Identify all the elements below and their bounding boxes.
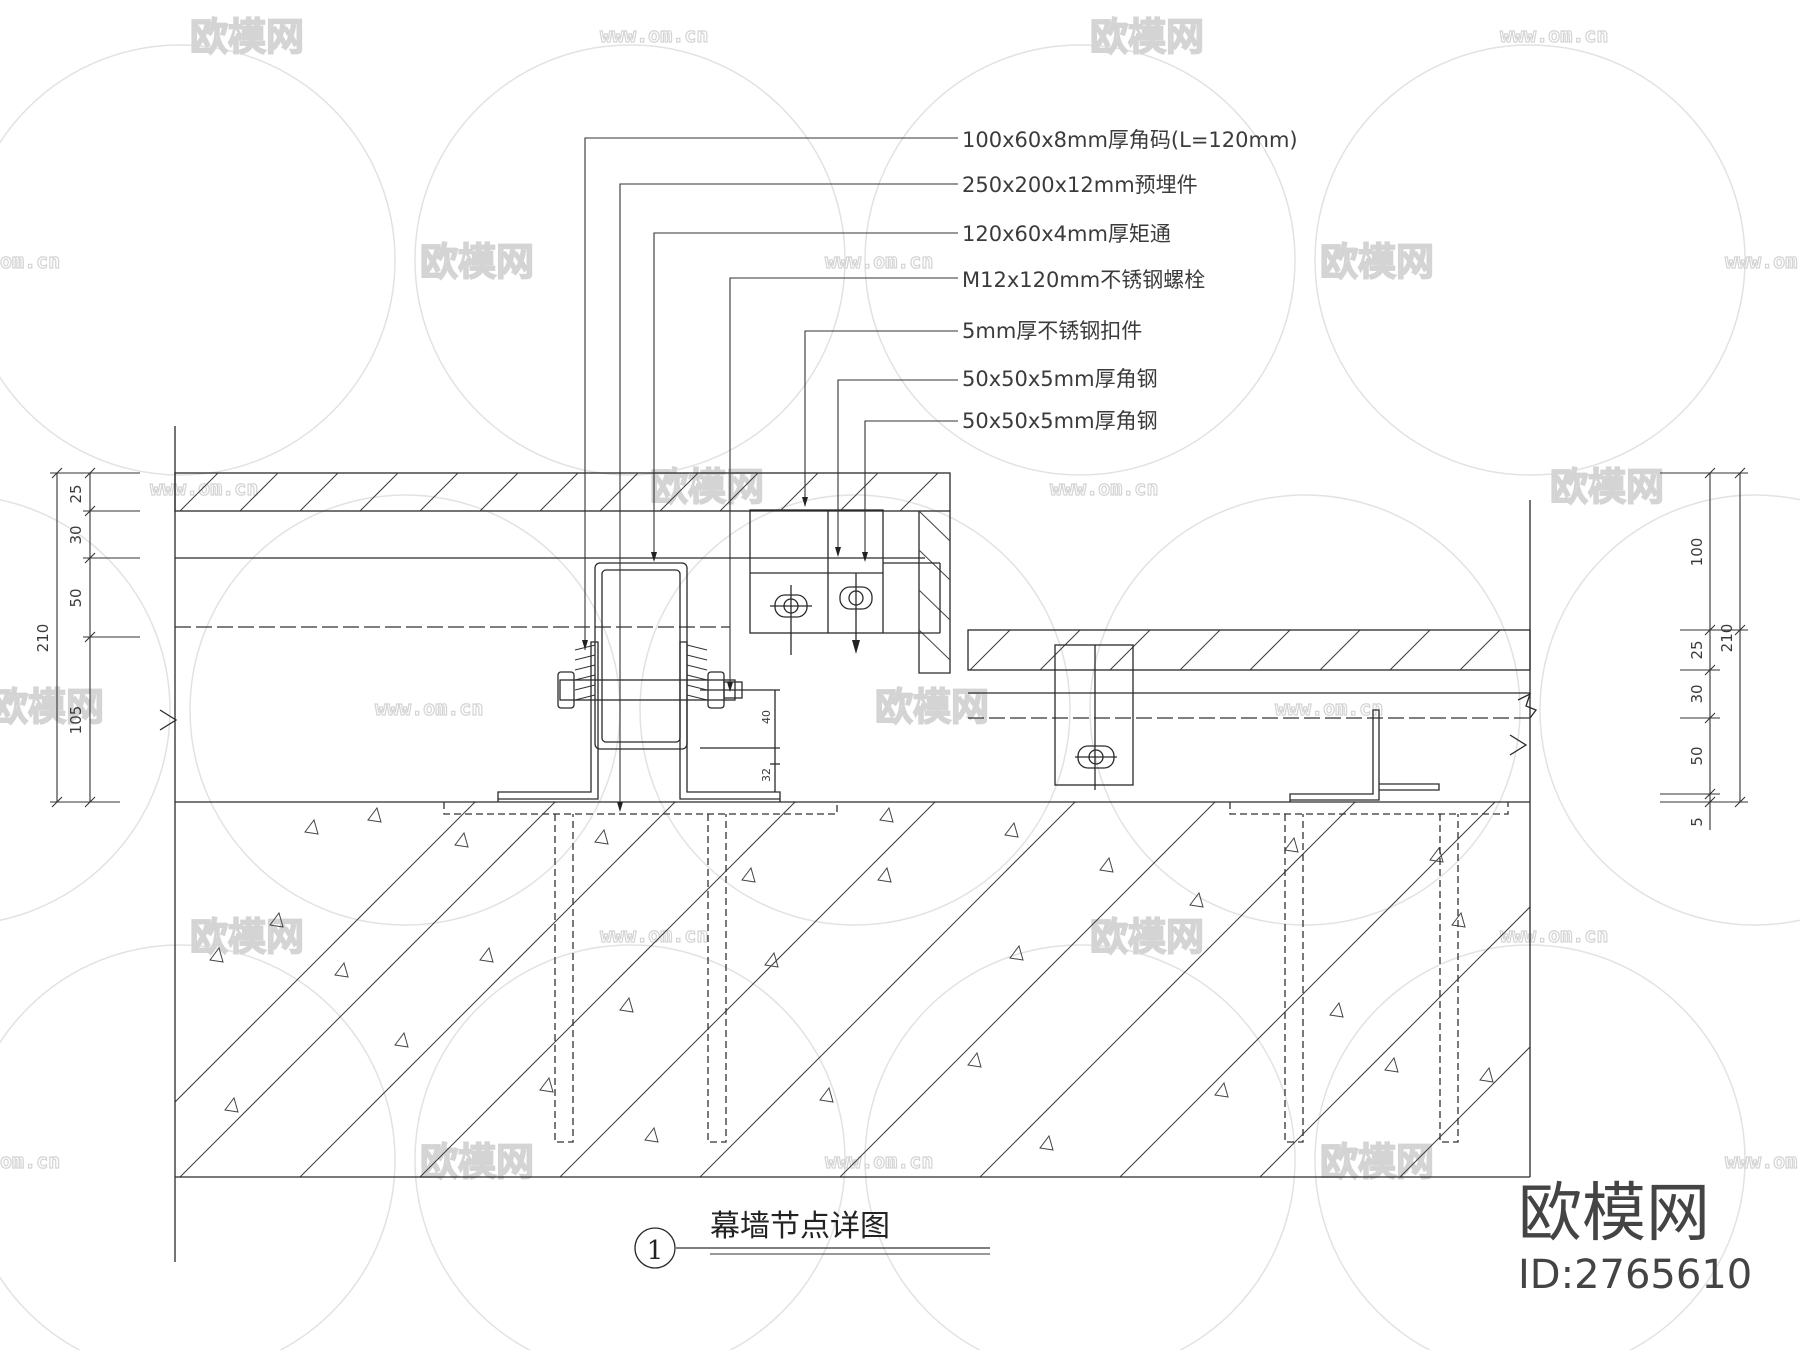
dim-40: 40	[760, 710, 773, 724]
lower-clip-assembly	[1054, 644, 1440, 802]
concrete-slab	[174, 426, 1531, 1262]
callout-leaders	[584, 137, 958, 810]
watermark-logo: 欧模网	[0, 685, 104, 729]
watermark-logo: 欧模网	[650, 465, 764, 509]
brand-stamp: 欧模网 ID:2765610	[1518, 1177, 1752, 1298]
watermark-url: www.om.cn	[1725, 1149, 1800, 1173]
watermark-url: www.om.cn	[825, 249, 933, 273]
watermark-logo: 欧模网	[1090, 15, 1204, 59]
detail-number: 1	[647, 1236, 664, 1266]
lower-stone-panel	[967, 629, 1538, 719]
watermark-logo: 欧模网	[1550, 465, 1664, 509]
watermark-url: www.om.cn	[1275, 696, 1383, 720]
callout-angle-steel-1: 50x50x5mm厚角钢	[962, 367, 1158, 391]
watermark-url: www.om.cn	[1725, 249, 1800, 273]
dim-210-right: 210	[1718, 624, 1736, 653]
dim-105: 105	[67, 706, 85, 735]
upper-stone-panel	[174, 472, 951, 674]
callout-stainless-clip: 5mm厚不锈钢扣件	[962, 319, 1142, 343]
callout-stainless-bolt: M12x120mm不锈钢螺栓	[962, 268, 1205, 292]
watermark-logo: 欧模网	[1320, 240, 1434, 284]
dim-25: 25	[67, 484, 85, 503]
watermark-logo: 欧模网	[190, 915, 304, 959]
steel-tube-assembly: 40 32	[497, 562, 781, 802]
watermark-url: www.om.cn	[150, 476, 258, 500]
watermark-url: www.om.cn	[1500, 923, 1608, 947]
left-dimensions: 25 30 50 105 210	[34, 467, 178, 808]
dim-30-right: 30	[1688, 684, 1706, 703]
dim-25-right: 25	[1688, 640, 1706, 659]
brand-logo-text: 欧模网	[1518, 1177, 1710, 1251]
dim-30: 30	[67, 525, 85, 544]
dim-32: 32	[760, 768, 773, 782]
callout-embedded-plate: 250x200x12mm预埋件	[962, 173, 1198, 197]
callout-rect-tube: 120x60x4mm厚矩通	[962, 222, 1171, 246]
watermark-url: om.cn	[0, 1149, 60, 1173]
watermark-url: om.cn	[0, 249, 60, 273]
embedded-plates	[443, 802, 1509, 1143]
watermark-url: www.om.cn	[1050, 476, 1158, 500]
dim-50-right: 50	[1688, 746, 1706, 765]
brand-id: ID:2765610	[1518, 1252, 1752, 1298]
watermark-logo: 欧模网	[1090, 915, 1204, 959]
dim-100: 100	[1688, 538, 1706, 567]
watermark-url: www.om.cn	[375, 696, 483, 720]
dim-50: 50	[67, 588, 85, 607]
callout-angle-bracket: 100x60x8mm厚角码(L=120mm)	[962, 128, 1298, 152]
upper-clip-assembly	[749, 509, 941, 655]
callout-angle-steel-2: 50x50x5mm厚角钢	[962, 409, 1158, 433]
watermark-url: www.om.cn	[600, 23, 708, 47]
watermark-logo: 欧模网	[190, 15, 304, 59]
dim-210: 210	[34, 624, 52, 653]
watermark-url: www.om.cn	[825, 1149, 933, 1173]
dim-5-right: 5	[1688, 817, 1706, 827]
detail-title-block: 1 幕墙节点详图	[634, 1209, 990, 1269]
detail-title: 幕墙节点详图	[710, 1209, 890, 1244]
callout-labels: 100x60x8mm厚角码(L=120mm) 250x200x12mm预埋件 1…	[962, 128, 1298, 433]
right-dimensions: 100 25 30 50 5 210	[1509, 467, 1748, 830]
watermark-url: www.om.cn	[1500, 23, 1608, 47]
watermark-logo: 欧模网	[875, 685, 989, 729]
watermark-logo: 欧模网	[420, 240, 534, 284]
